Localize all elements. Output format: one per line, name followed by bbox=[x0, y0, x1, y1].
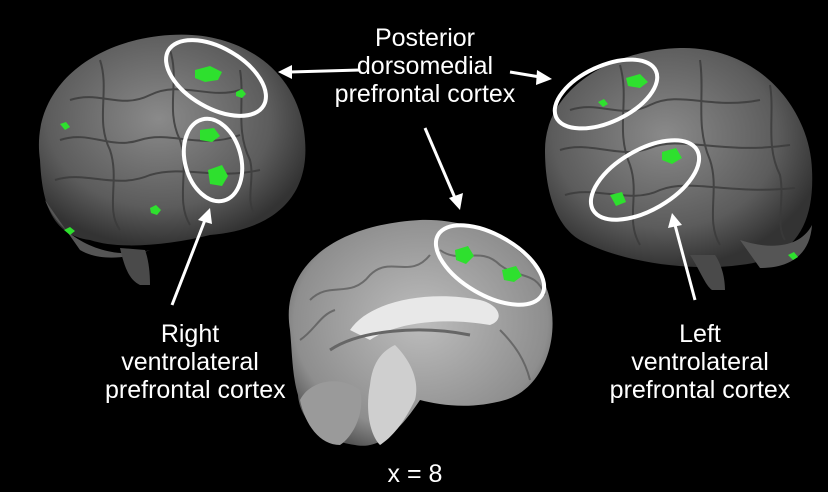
sagittal-slice bbox=[289, 220, 553, 446]
label-line: prefrontal cortex bbox=[300, 80, 550, 108]
left-hemisphere-brain bbox=[545, 48, 812, 290]
right-hemisphere-brain bbox=[39, 35, 306, 285]
label-line: Posterior bbox=[300, 24, 550, 52]
label-line: Left bbox=[600, 320, 800, 348]
label-line: prefrontal cortex bbox=[105, 376, 275, 404]
label-left-vlpfc: Left ventrolateral prefrontal cortex bbox=[600, 320, 800, 404]
label-line: ventrolateral bbox=[105, 348, 275, 376]
label-line: prefrontal cortex bbox=[600, 376, 800, 404]
label-posterior-dmpfc: Posterior dorsomedial prefrontal cortex bbox=[300, 24, 550, 108]
label-right-vlpfc: Right ventrolateral prefrontal cortex bbox=[105, 320, 275, 404]
label-line: dorsomedial bbox=[300, 52, 550, 80]
label-line: ventrolateral bbox=[600, 348, 800, 376]
slice-coordinate-label: x = 8 bbox=[360, 460, 470, 488]
label-line: Right bbox=[105, 320, 275, 348]
